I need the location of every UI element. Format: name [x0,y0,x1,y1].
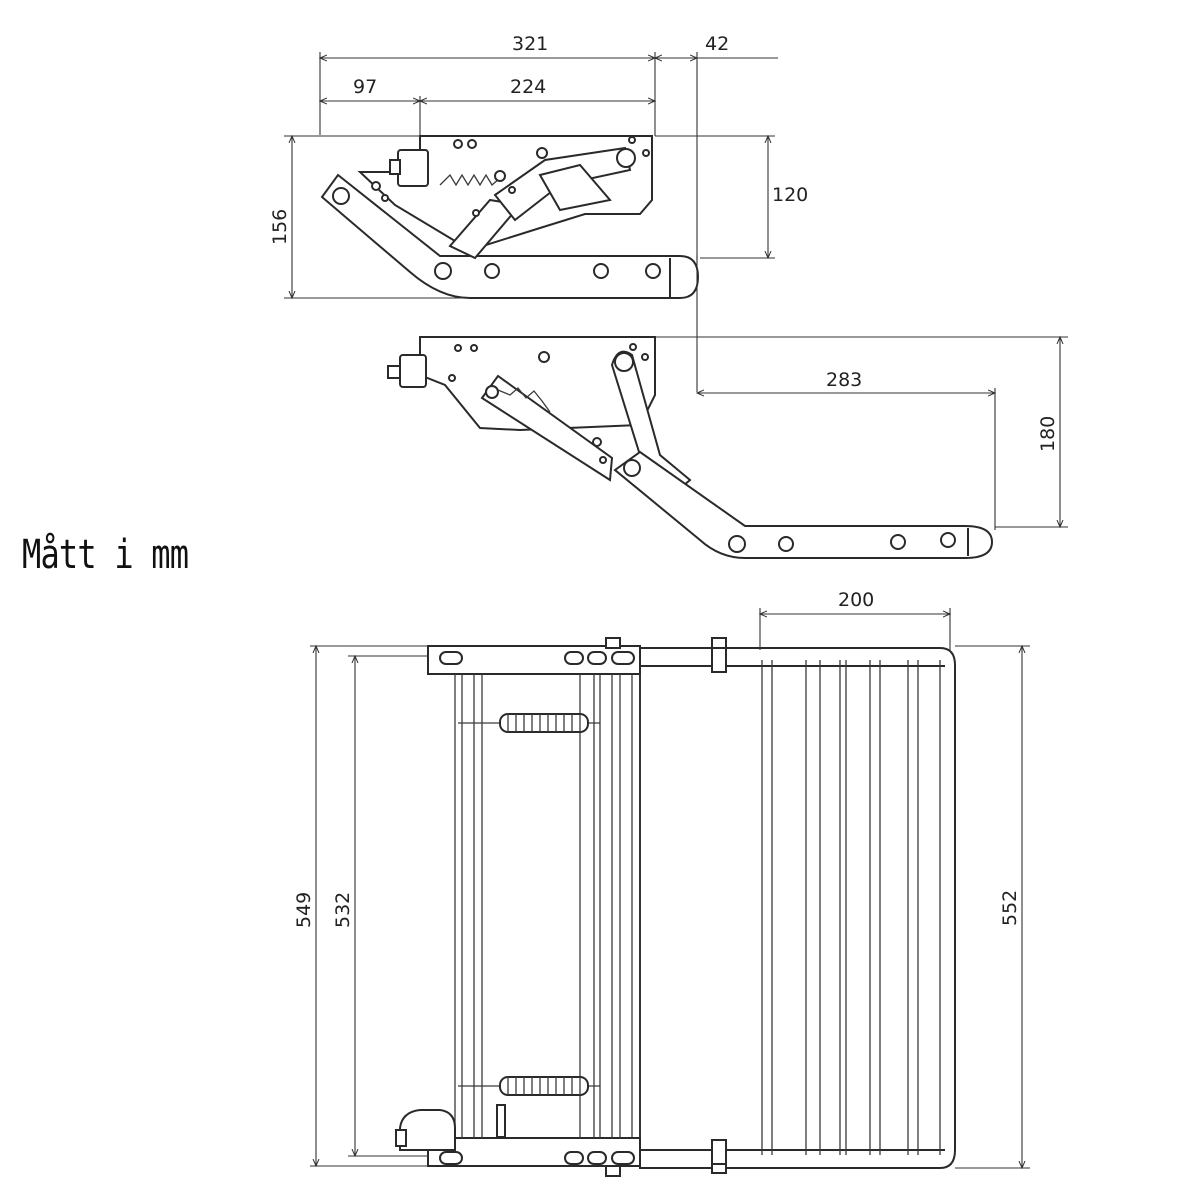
extended-arm [480,374,614,482]
dim-321: 321 [512,33,548,55]
top-dimension-lines: 200 549 532 552 [293,589,1030,1168]
motor-box [399,1109,456,1151]
spring-icon [458,1076,600,1096]
dim-156: 156 [269,209,291,245]
side-dimension-lines: 321 42 97 224 156 120 283 180 [269,33,1068,530]
dim-549: 549 [293,892,315,928]
side-view-retracted [320,135,700,299]
dim-180: 180 [1037,416,1059,452]
dim-532: 532 [332,892,354,928]
top-view [395,637,956,1177]
dim-120: 120 [772,184,808,206]
dim-200: 200 [838,589,874,611]
dim-283: 283 [826,369,862,391]
units-caption: Mått i mm [22,532,189,578]
dim-97: 97 [353,76,377,98]
dim-42: 42 [705,33,729,55]
motor-box [397,149,429,187]
dim-552: 552 [999,890,1021,926]
spring-icon [458,713,600,733]
housing-plate-extended [419,336,656,432]
side-view-extended [387,336,994,559]
step-tread [639,647,956,1169]
dim-224: 224 [510,76,546,98]
spring-icon [439,173,501,187]
tread-ribs [761,660,941,1155]
